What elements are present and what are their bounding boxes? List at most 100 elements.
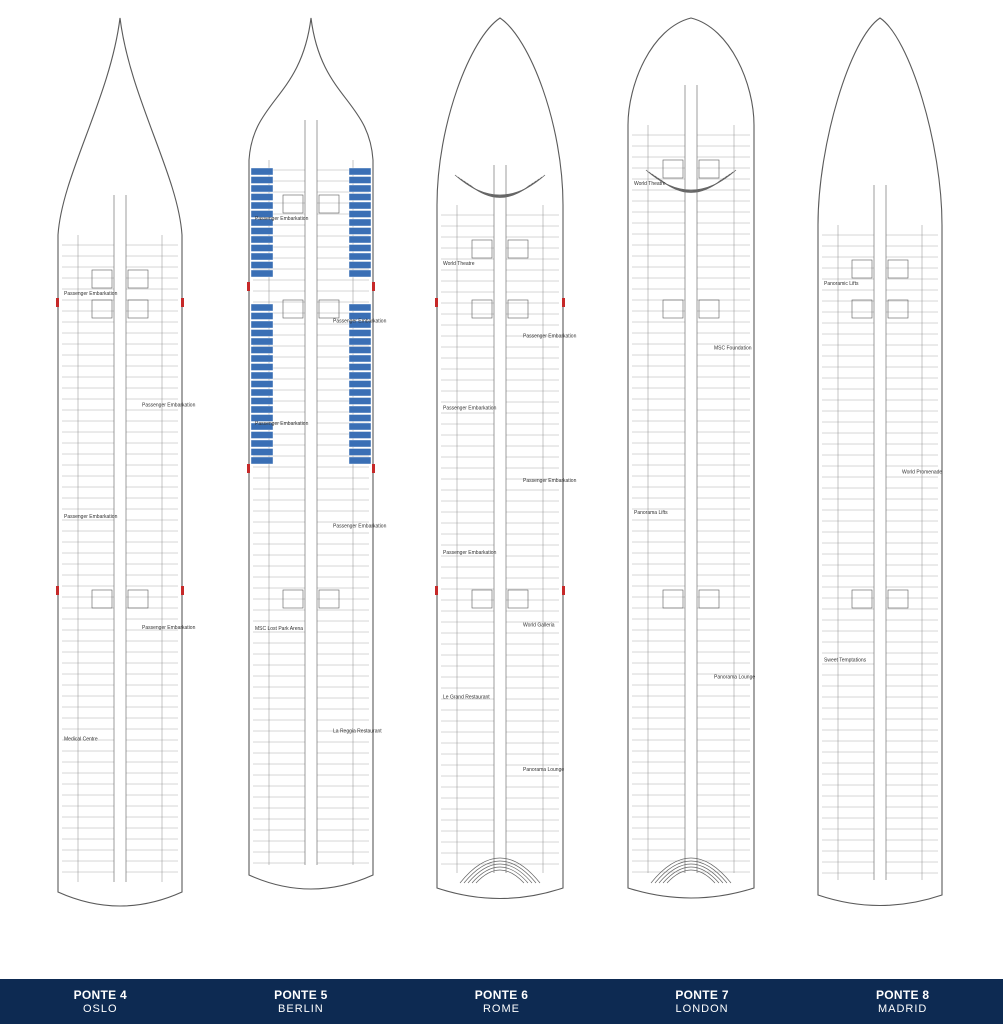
cabin[interactable] (250, 380, 274, 388)
deck-number: PONTE 6 (474, 987, 529, 1002)
room-label: Le Grand Restaurant (443, 695, 490, 701)
deck-label-7[interactable]: PONTE 7 LONDON (602, 979, 803, 1024)
cabin[interactable] (348, 422, 372, 431)
room-label: Sweet Temptations (824, 658, 867, 664)
cabin[interactable] (348, 439, 372, 448)
cabin[interactable] (348, 448, 372, 456)
cabin[interactable] (250, 235, 274, 244)
cabin[interactable] (348, 388, 372, 397)
deck-name: OSLO (83, 1002, 118, 1015)
cabin[interactable] (348, 320, 372, 329)
cabin[interactable] (348, 193, 372, 201)
cabin[interactable] (348, 176, 372, 184)
room-label: Passenger Embarkation (64, 514, 118, 520)
cabin[interactable] (348, 363, 372, 371)
cabin[interactable] (250, 405, 274, 414)
cabin[interactable] (348, 244, 372, 252)
deck-number: PONTE 4 (73, 987, 128, 1002)
cabin[interactable] (250, 448, 274, 456)
deck-label-8[interactable]: PONTE 8 MADRID (802, 979, 1003, 1024)
cabin[interactable] (348, 405, 372, 414)
room-label: Passenger Embarkation (523, 478, 577, 484)
cabin[interactable] (250, 303, 274, 312)
cabin[interactable] (250, 456, 274, 465)
room-label: Panoramic Lifts (824, 281, 859, 287)
cabin[interactable] (250, 363, 274, 371)
room-label: Passenger Embarkation (142, 402, 196, 408)
cabin[interactable] (348, 210, 372, 218)
cabin[interactable] (250, 329, 274, 337)
cabin[interactable] (250, 167, 274, 176)
cabin[interactable] (348, 329, 372, 337)
cabin[interactable] (348, 346, 372, 354)
room-label: Panorama Lounge (714, 675, 755, 681)
room-label: Passenger Embarkation (255, 421, 309, 427)
cabin[interactable] (348, 184, 372, 193)
deck-name: LONDON (675, 1002, 729, 1015)
deck-number: PONTE 8 (875, 987, 930, 1002)
cabin[interactable] (250, 397, 274, 405)
cabin[interactable] (250, 422, 274, 431)
cabin[interactable] (348, 201, 372, 210)
cabin[interactable] (250, 252, 274, 261)
cabin[interactable] (348, 414, 372, 422)
cabin[interactable] (250, 346, 274, 354)
cabin[interactable] (348, 261, 372, 269)
embarkation-marker (56, 298, 59, 307)
cabin[interactable] (348, 456, 372, 465)
cabin[interactable] (250, 320, 274, 329)
embarkation-marker (372, 464, 375, 473)
cabin[interactable] (348, 397, 372, 405)
cabin[interactable] (348, 218, 372, 227)
room-label: Passenger Embarkation (255, 216, 309, 222)
cabin[interactable] (348, 431, 372, 439)
cabin[interactable] (348, 235, 372, 244)
cabin[interactable] (348, 252, 372, 261)
deck-label-4[interactable]: PONTE 4 OSLO (0, 979, 201, 1024)
room-label: MSC Foundation (714, 346, 752, 352)
embarkation-marker (435, 298, 438, 307)
cabin[interactable] (250, 193, 274, 201)
cabin[interactable] (250, 218, 274, 227)
embarkation-marker (562, 298, 565, 307)
cabin[interactable] (250, 244, 274, 252)
cabin[interactable] (250, 431, 274, 439)
cabin[interactable] (348, 312, 372, 320)
cabin[interactable] (250, 176, 274, 184)
room-label: MSC Lost Park Arena (255, 626, 303, 632)
cabin[interactable] (250, 439, 274, 448)
cabin[interactable] (348, 303, 372, 312)
cabin[interactable] (250, 371, 274, 380)
cabin[interactable] (250, 414, 274, 422)
cabin[interactable] (348, 354, 372, 363)
room-label: World Promenade (902, 469, 942, 475)
cabin[interactable] (250, 227, 274, 235)
embarkation-marker (181, 298, 184, 307)
cabin[interactable] (348, 337, 372, 346)
cabin[interactable] (250, 388, 274, 397)
cabin[interactable] (250, 184, 274, 193)
hull-outline (817, 17, 943, 907)
cabin[interactable] (348, 371, 372, 380)
cabin[interactable] (250, 337, 274, 346)
cabin[interactable] (250, 261, 274, 269)
cabin[interactable] (348, 269, 372, 278)
cabin[interactable] (250, 354, 274, 363)
hull-outline (436, 17, 564, 900)
cabin[interactable] (250, 210, 274, 218)
cabin[interactable] (348, 167, 372, 176)
cabin[interactable] (250, 201, 274, 210)
cabin[interactable] (348, 380, 372, 388)
cabin[interactable] (250, 269, 274, 278)
deck-label-5[interactable]: PONTE 5 BERLIN (201, 979, 402, 1024)
cabin[interactable] (348, 227, 372, 235)
deck-label-6[interactable]: PONTE 6 ROME (401, 979, 602, 1024)
cabin[interactable] (250, 312, 274, 320)
room-label: La Reggia Restaurant (333, 729, 382, 735)
